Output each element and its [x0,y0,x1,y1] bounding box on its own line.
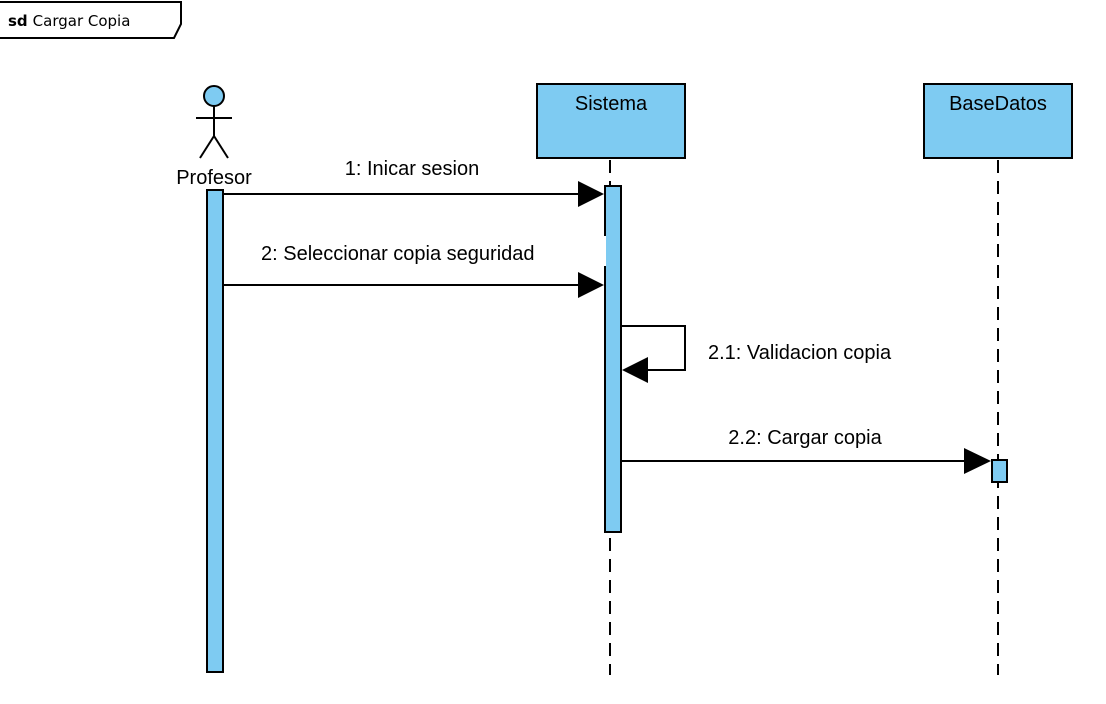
activation-bar-sistema [604,185,622,533]
message-2-1[interactable]: 2.1: Validacion copia [622,325,892,383]
actor-left-leg-icon [199,135,215,159]
actor-right-leg-icon [213,135,229,159]
participant-sistema[interactable]: Sistema [536,83,686,159]
arrowhead-icon [622,357,648,383]
frame-title: sd Cargar Copia [8,12,130,30]
participant-box [923,83,1073,159]
actor-profesor[interactable]: Profesor [176,85,252,189]
message-line [622,325,686,371]
participant-label: BaseDatos [949,93,1047,115]
participant-basedatos[interactable]: BaseDatos [923,83,1073,159]
message-label: 1: Inicar sesion [345,158,480,180]
arrowhead-icon [578,272,604,298]
arrowhead-icon [964,448,991,474]
activation-bar-basedatos [991,459,1008,483]
frame-keyword: sd [8,12,28,30]
arrowhead-icon [578,181,604,207]
message-label: 2.2: Cargar copia [728,427,882,449]
actor-label: Profesor [176,167,252,189]
actor-head-icon [203,85,225,107]
message-label: 2.1: Validacion copia [708,342,892,364]
message-label: 2: Seleccionar copia seguridad [261,243,535,265]
frame-tab-outline [0,1,182,39]
participant-label: Sistema [575,93,648,115]
frame-tab: sd Cargar Copia [0,1,182,39]
message-2[interactable]: 2: Seleccionar copia seguridad [224,236,606,298]
label-background [256,236,606,266]
participant-box [536,83,686,159]
frame-name: Cargar Copia [33,12,131,30]
message-2-2[interactable]: 2.2: Cargar copia [622,427,991,474]
activation-bar-profesor [206,189,224,673]
message-1[interactable]: 1: Inicar sesion [224,158,604,207]
